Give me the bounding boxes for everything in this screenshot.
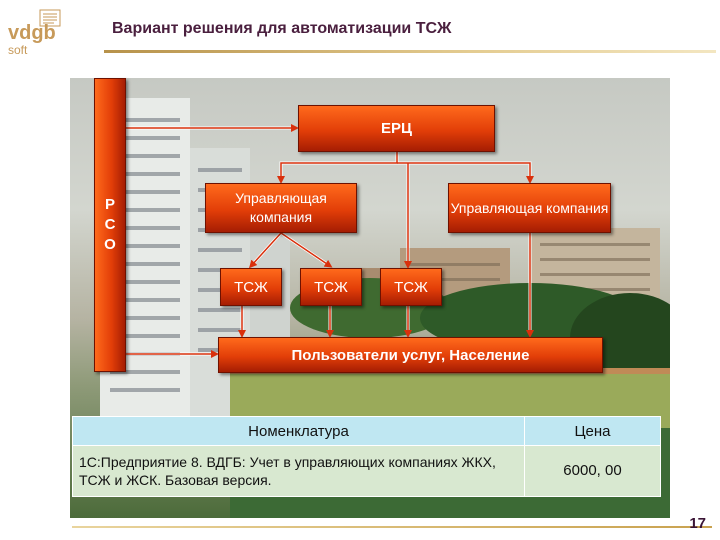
page-title: Вариант решения для автоматизации ТСЖ [112,20,452,37]
page-number: 17 [689,515,706,532]
svg-text:soft: soft [8,43,28,57]
tsj-box-2: ТСЖ [300,268,362,306]
price-cell: 6000, 00 [524,445,661,497]
table-header-row: Номенклатура Цена [72,416,661,446]
users-box: Пользователи услуг, Население [218,337,603,373]
price-table: Номенклатура Цена 1С:Предприятие 8. ВДГБ… [72,416,661,497]
tsj-box-3: ТСЖ [380,268,442,306]
column-header-price: Цена [524,416,661,446]
managing-company-box-2: Управляющая компания [448,183,611,233]
column-header-nomenclature: Номенклатура [72,416,525,446]
rso-box: Р С О [94,78,126,372]
rso-letter-1: Р [104,196,115,213]
rso-letter-2: С [104,216,116,233]
product-name-cell: 1С:Предприятие 8. ВДГБ: Учет в управляющ… [72,445,525,497]
managing-company-box-1: Управляющая компания [205,183,357,233]
rso-letter-3: О [104,236,116,253]
footer-divider [72,526,712,528]
company-logo: vdgb soft [4,6,76,58]
header-divider [104,50,716,53]
erc-box: ЕРЦ [298,105,495,152]
table-row: 1С:Предприятие 8. ВДГБ: Учет в управляющ… [72,445,661,497]
svg-text:vdgb: vdgb [8,22,56,44]
tsj-box-1: ТСЖ [220,268,282,306]
